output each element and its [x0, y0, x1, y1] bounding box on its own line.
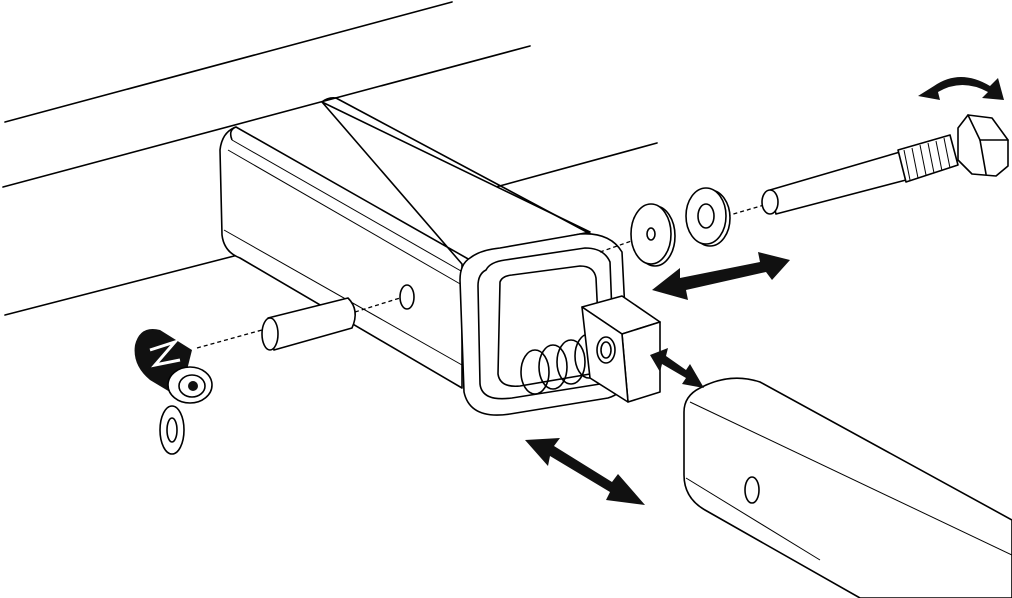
bolt-thread — [903, 137, 951, 181]
rotate-arrow-icon — [918, 77, 1004, 100]
second-tube — [683, 377, 1012, 598]
key-ring — [159, 405, 185, 455]
square-block — [581, 295, 661, 403]
double-arrow-icon — [525, 438, 645, 505]
tube-hole — [399, 284, 415, 310]
pin — [261, 297, 356, 351]
lock-knob — [134, 329, 213, 455]
axis-line-tube — [354, 297, 401, 313]
double-arrow-icon — [652, 252, 790, 300]
bolt — [761, 114, 1009, 215]
axis-line-pin — [196, 329, 263, 349]
flat-washer — [630, 203, 676, 267]
double-arrow-icon — [650, 348, 704, 388]
frame-lines — [2, 1, 658, 316]
second-tube-hole — [744, 476, 760, 504]
lock-washer — [685, 187, 731, 247]
